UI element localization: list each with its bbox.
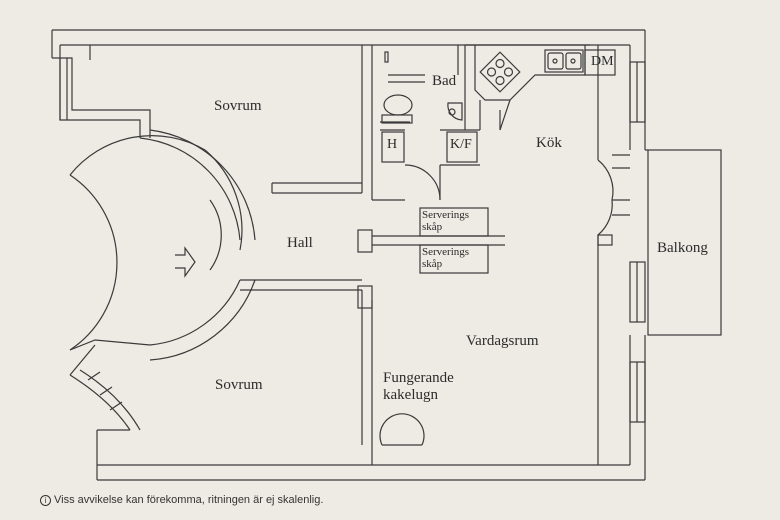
info-icon: i (40, 495, 51, 506)
label-servering2-line1: Serverings (422, 246, 470, 258)
label-kakelugn-line2: kakelugn (383, 387, 438, 403)
circular-tower (69, 129, 256, 376)
room-label-hall: Hall (287, 235, 313, 251)
bay-window-top (52, 57, 151, 138)
label-servering2-line2: skåp (422, 258, 443, 270)
room-label-vardagsrum: Vardagsrum (466, 333, 539, 349)
room-label-sovrum-top: Sovrum (214, 98, 262, 114)
room-label-balkong: Balkong (657, 240, 708, 256)
room-label-kok: Kök (536, 135, 562, 151)
label-h: H (387, 137, 398, 152)
disclaimer-text: Viss avvikelse kan förekomma, ritningen … (54, 494, 324, 506)
bathroom-fixtures (381, 51, 478, 163)
room-label-bad: Bad (432, 73, 457, 89)
label-kf: K/F (450, 137, 472, 152)
label-kakelugn-line1: Fungerande (383, 370, 454, 386)
windows-right (629, 61, 646, 423)
tile-stove (379, 413, 425, 446)
label-dm: DM (591, 54, 614, 69)
room-label-sovrum-bottom: Sovrum (215, 377, 263, 393)
outer-walls (51, 29, 646, 481)
serving-cabinets (419, 207, 489, 274)
balcony-outline (645, 149, 722, 336)
entrance-arrow-icon (175, 246, 196, 278)
bay-window-bottom (69, 369, 141, 431)
interior-walls (89, 44, 630, 465)
label-servering1-line1: Serverings (422, 209, 470, 221)
label-servering1-line2: skåp (422, 221, 443, 233)
kitchen-fixtures (479, 49, 616, 93)
